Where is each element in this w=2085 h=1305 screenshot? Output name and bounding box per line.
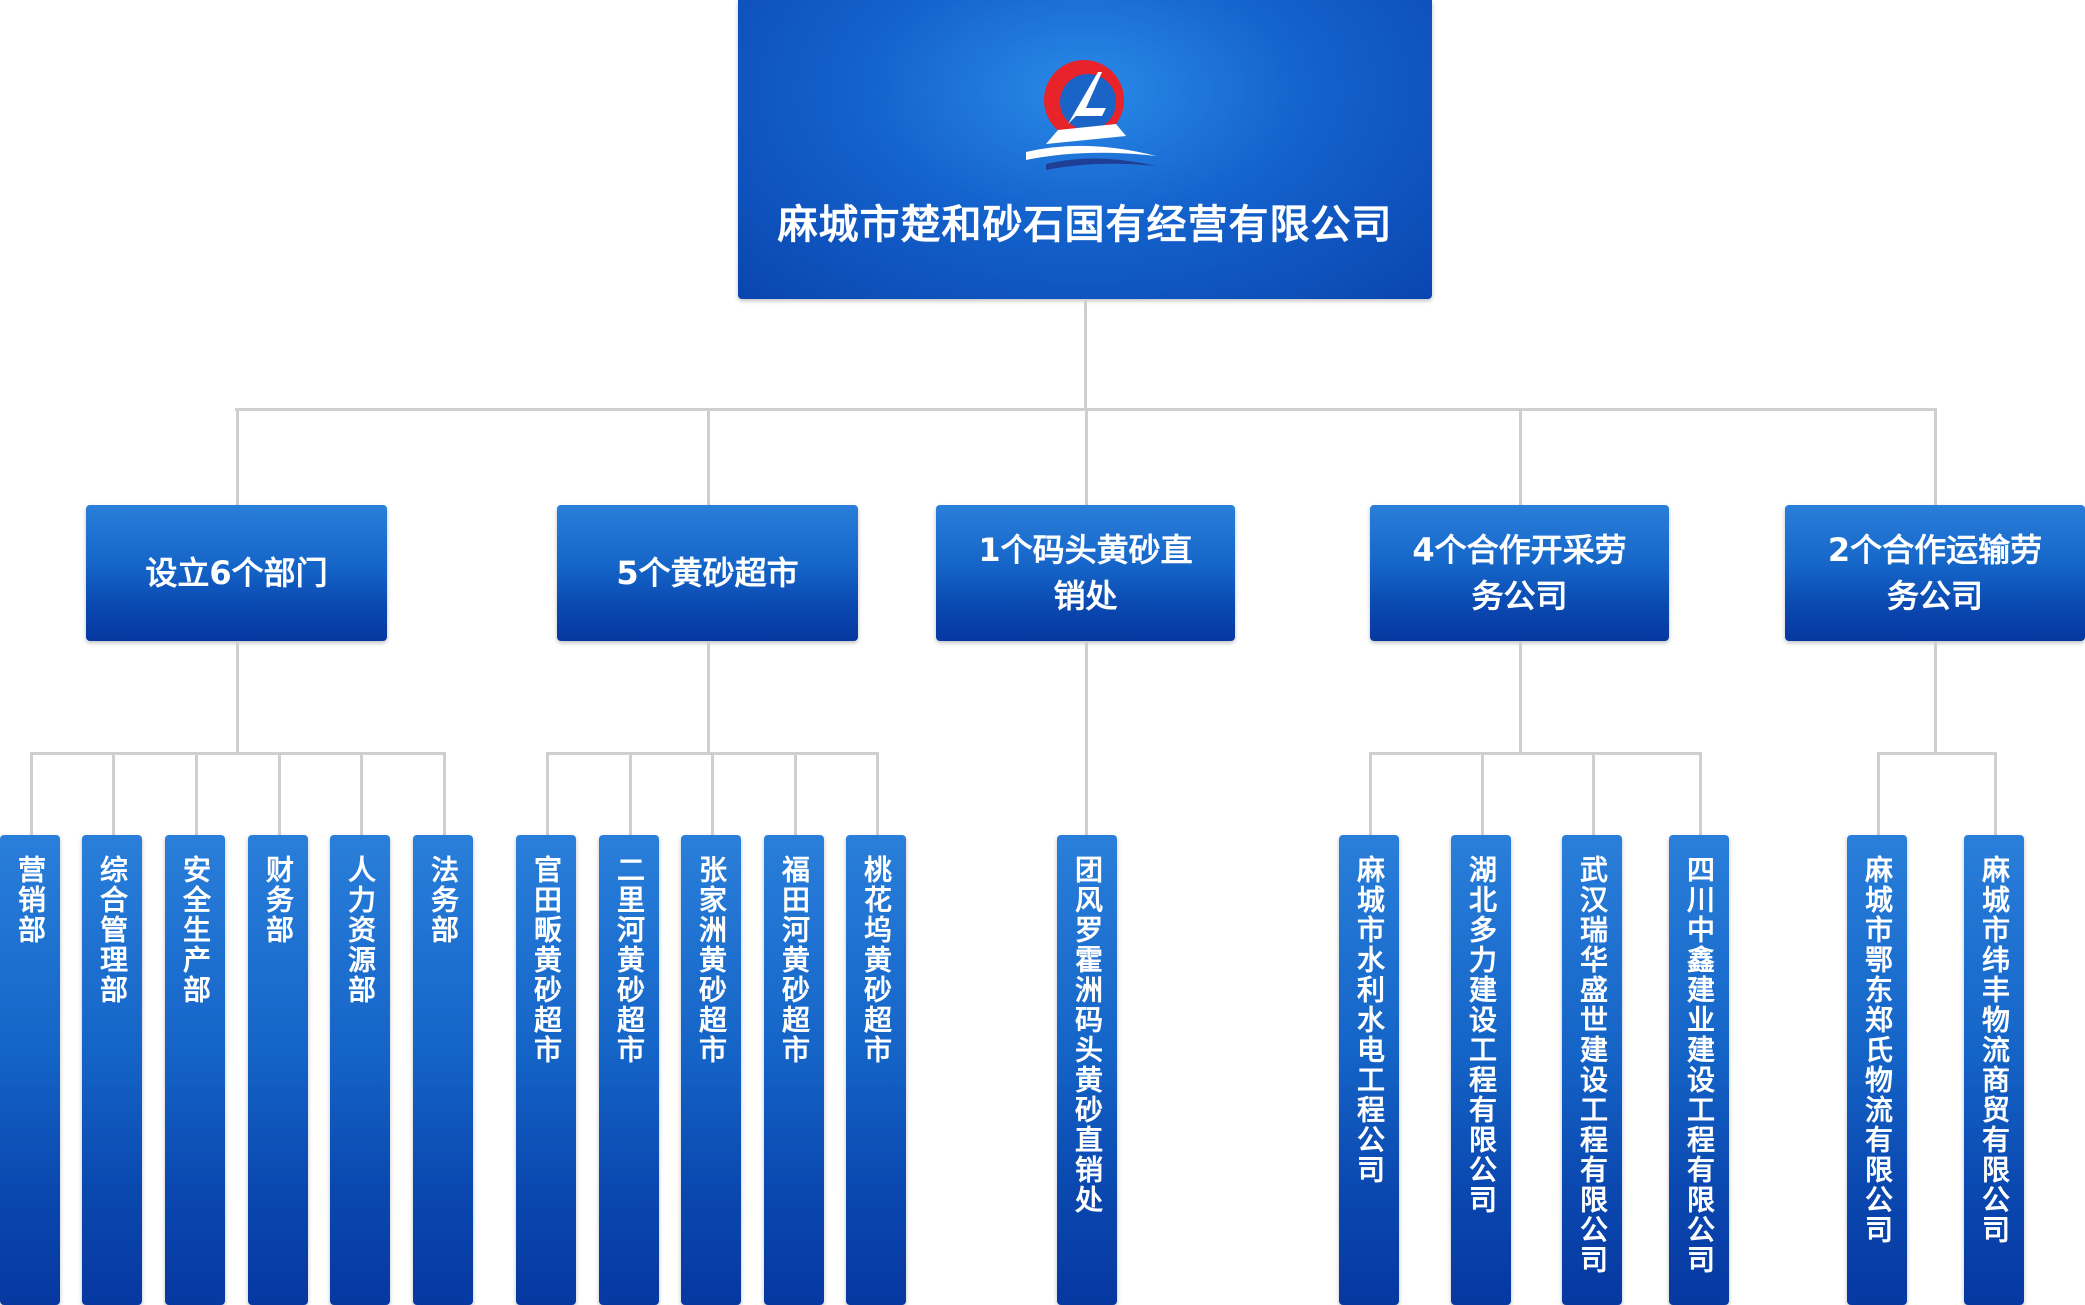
connector-line [1085, 408, 1088, 505]
leaf-label: 桃花坞黄砂超市 [860, 855, 893, 1065]
connector-line [1592, 752, 1595, 835]
leaf-label: 人力资源部 [344, 855, 377, 1005]
leaf-label: 张家洲黄砂超市 [695, 855, 728, 1065]
leaf-label: 团风罗霍洲码头黄砂直销处 [1071, 855, 1104, 1215]
connector-line [1877, 752, 1997, 755]
leaf-label: 武汉瑞华盛世建设工程有限公司 [1576, 855, 1609, 1275]
branch-node-3[interactable]: 4个合作开采劳务公司 [1370, 505, 1669, 641]
branch-label: 设立6个部门 [145, 554, 328, 592]
branch-node-4[interactable]: 2个合作运输劳务公司 [1785, 505, 2085, 641]
leaf-node[interactable]: 武汉瑞华盛世建设工程有限公司 [1562, 835, 1622, 1305]
connector-line [235, 408, 1934, 411]
connector-line [195, 752, 198, 835]
company-logo-icon [1026, 60, 1156, 170]
connector-line [1519, 408, 1522, 505]
leaf-node[interactable]: 麻城市鄂东郑氏物流有限公司 [1847, 835, 1907, 1305]
connector-line [876, 752, 879, 835]
connector-line [711, 752, 714, 835]
connector-line [1519, 641, 1522, 754]
root-node[interactable]: 麻城市楚和砂石国有经营有限公司 [738, 0, 1432, 299]
leaf-label: 麻城市纬丰物流商贸有限公司 [1978, 855, 2011, 1245]
connector-line [1369, 752, 1702, 755]
connector-line [443, 752, 446, 835]
connector-line [707, 641, 710, 754]
leaf-label: 四川中鑫建业建设工程有限公司 [1683, 855, 1716, 1275]
leaf-node[interactable]: 桃花坞黄砂超市 [846, 835, 906, 1305]
leaf-label: 安全生产部 [179, 855, 212, 1005]
branch-label: 4个合作开采劳务公司 [1412, 531, 1627, 615]
leaf-node[interactable]: 福田河黄砂超市 [764, 835, 824, 1305]
leaf-label: 麻城市水利水电工程公司 [1353, 855, 1386, 1185]
connector-line [794, 752, 797, 835]
leaf-node[interactable]: 湖北多力建设工程有限公司 [1451, 835, 1511, 1305]
leaf-label: 法务部 [427, 855, 460, 945]
connector-line [1699, 752, 1702, 835]
connector-line [546, 752, 549, 835]
connector-line [707, 408, 710, 505]
branch-node-0[interactable]: 设立6个部门 [86, 505, 387, 641]
leaf-node[interactable]: 人力资源部 [330, 835, 390, 1305]
connector-line [1994, 752, 1997, 835]
branch-label: 5个黄砂超市 [616, 554, 799, 592]
connector-line [1481, 752, 1484, 835]
leaf-node[interactable]: 法务部 [413, 835, 473, 1305]
connector-line [1084, 299, 1087, 411]
branch-node-1[interactable]: 5个黄砂超市 [557, 505, 858, 641]
connector-line [236, 641, 239, 754]
leaf-node[interactable]: 麻城市纬丰物流商贸有限公司 [1964, 835, 2024, 1305]
connector-line [1934, 408, 1937, 505]
branch-label: 1个码头黄砂直销处 [978, 531, 1193, 615]
leaf-label: 财务部 [262, 855, 295, 945]
connector-line [30, 752, 33, 835]
leaf-node[interactable]: 财务部 [248, 835, 308, 1305]
leaf-label: 综合管理部 [96, 855, 129, 1005]
connector-line [278, 752, 281, 835]
branch-label: 2个合作运输劳务公司 [1827, 531, 2043, 615]
connector-line [1085, 641, 1088, 835]
connector-line [112, 752, 115, 835]
branch-node-2[interactable]: 1个码头黄砂直销处 [936, 505, 1235, 641]
root-title: 麻城市楚和砂石国有经营有限公司 [777, 202, 1393, 248]
leaf-label: 麻城市鄂东郑氏物流有限公司 [1861, 855, 1894, 1245]
leaf-node[interactable]: 综合管理部 [82, 835, 142, 1305]
leaf-label: 湖北多力建设工程有限公司 [1465, 855, 1498, 1215]
leaf-node[interactable]: 安全生产部 [165, 835, 225, 1305]
connector-line [360, 752, 363, 835]
leaf-node[interactable]: 张家洲黄砂超市 [681, 835, 741, 1305]
connector-line [1934, 641, 1937, 754]
leaf-node[interactable]: 营销部 [0, 835, 60, 1305]
leaf-label: 二里河黄砂超市 [613, 855, 646, 1065]
leaf-node[interactable]: 四川中鑫建业建设工程有限公司 [1669, 835, 1729, 1305]
leaf-label: 福田河黄砂超市 [778, 855, 811, 1065]
connector-line [30, 752, 446, 755]
connector-line [1877, 752, 1880, 835]
connector-line [629, 752, 632, 835]
leaf-node[interactable]: 麻城市水利水电工程公司 [1339, 835, 1399, 1305]
connector-line [1369, 752, 1372, 835]
leaf-label: 营销部 [14, 855, 47, 945]
leaf-node[interactable]: 团风罗霍洲码头黄砂直销处 [1057, 835, 1117, 1305]
leaf-node[interactable]: 二里河黄砂超市 [599, 835, 659, 1305]
connector-line [236, 408, 239, 505]
leaf-node[interactable]: 官田畈黄砂超市 [516, 835, 576, 1305]
leaf-label: 官田畈黄砂超市 [530, 855, 563, 1065]
